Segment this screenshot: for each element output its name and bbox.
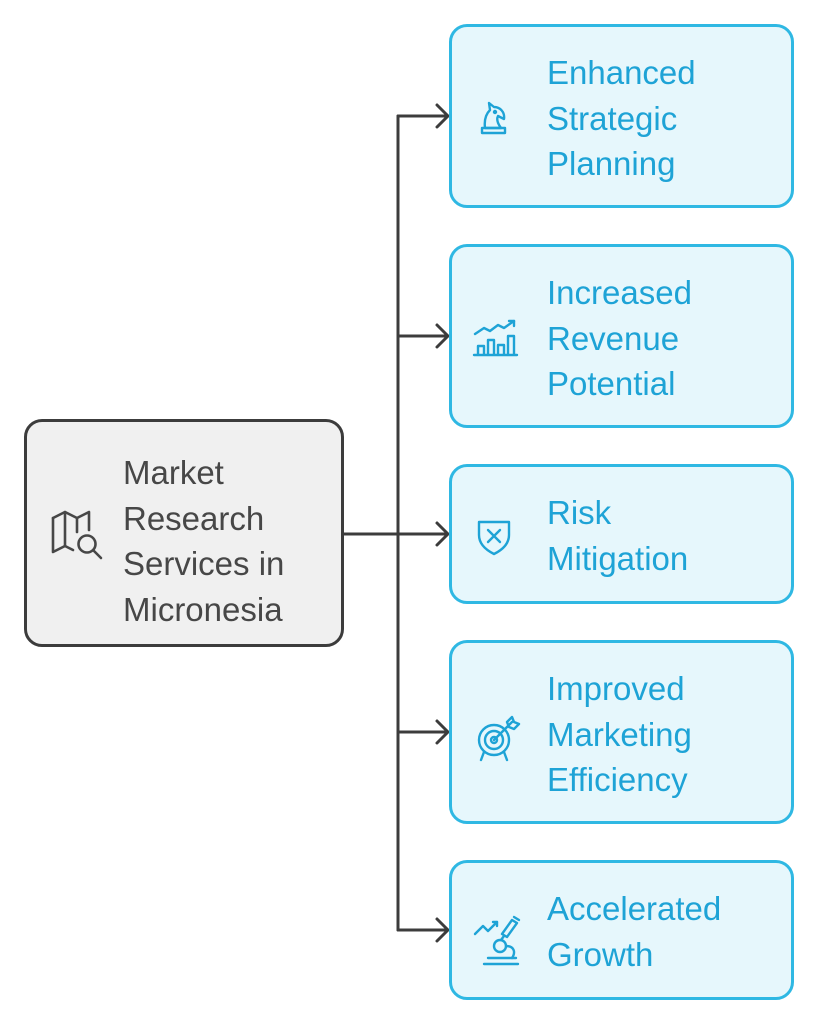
outcome-label-line: Accelerated: [547, 890, 722, 927]
arrowhead-1: [435, 103, 450, 129]
outcome-label-line: Growth: [547, 935, 654, 973]
outcome-label-line: Mitigation: [547, 539, 689, 577]
source-label: Market Research Services in Micronesia: [123, 450, 338, 632]
shield-x-icon: [477, 520, 511, 556]
outcome-label-line: Marketing: [547, 715, 692, 753]
microscope-growth-icon: [473, 915, 521, 966]
connector-trunk: [342, 114, 400, 932]
outcome-label: Increased Revenue Potential: [547, 270, 787, 407]
source-label-line: Micronesia: [123, 590, 283, 628]
outcome-accelerated-growth: Accelerated Growth: [449, 860, 794, 1000]
source-label-line: Market: [123, 454, 224, 491]
outcome-label-line: Increased: [547, 274, 692, 311]
source-label-line: Services in: [123, 545, 285, 582]
outcome-label: Enhanced Strategic Planning: [547, 50, 787, 187]
outcome-label-line: Improved: [547, 670, 685, 707]
outcome-label-line: Strategic: [547, 99, 678, 137]
outcome-label: Improved Marketing Efficiency: [547, 666, 787, 803]
outcome-label-line: Enhanced: [547, 54, 696, 91]
outcome-label: Risk Mitigation: [547, 490, 787, 581]
revenue-growth-chart-icon: [472, 319, 519, 357]
outcome-label: Accelerated Growth: [547, 886, 787, 977]
source-label-line: Research: [123, 499, 265, 537]
source-node: Market Research Services in Micronesia: [24, 419, 344, 647]
arrowhead-3: [435, 521, 450, 547]
map-search-icon: [51, 510, 103, 560]
arrowhead-5: [435, 917, 450, 943]
outcome-label-line: Risk: [547, 494, 612, 531]
outcome-label-line: Revenue: [547, 319, 680, 357]
outcome-increased-revenue-potential: Increased Revenue Potential: [449, 244, 794, 428]
outcome-enhanced-strategic-planning: Enhanced Strategic Planning: [449, 24, 794, 208]
outcome-label-line: Planning: [547, 145, 676, 182]
target-arrow-icon: [477, 715, 521, 762]
arrowhead-2: [435, 323, 450, 349]
outcome-label-line: Potential: [547, 365, 676, 402]
outcome-label-line: Efficiency: [547, 761, 688, 798]
arrowhead-4: [435, 719, 450, 745]
chess-knight-icon: [480, 101, 507, 135]
outcome-risk-mitigation: Risk Mitigation: [449, 464, 794, 604]
outcome-improved-marketing-efficiency: Improved Marketing Efficiency: [449, 640, 794, 824]
